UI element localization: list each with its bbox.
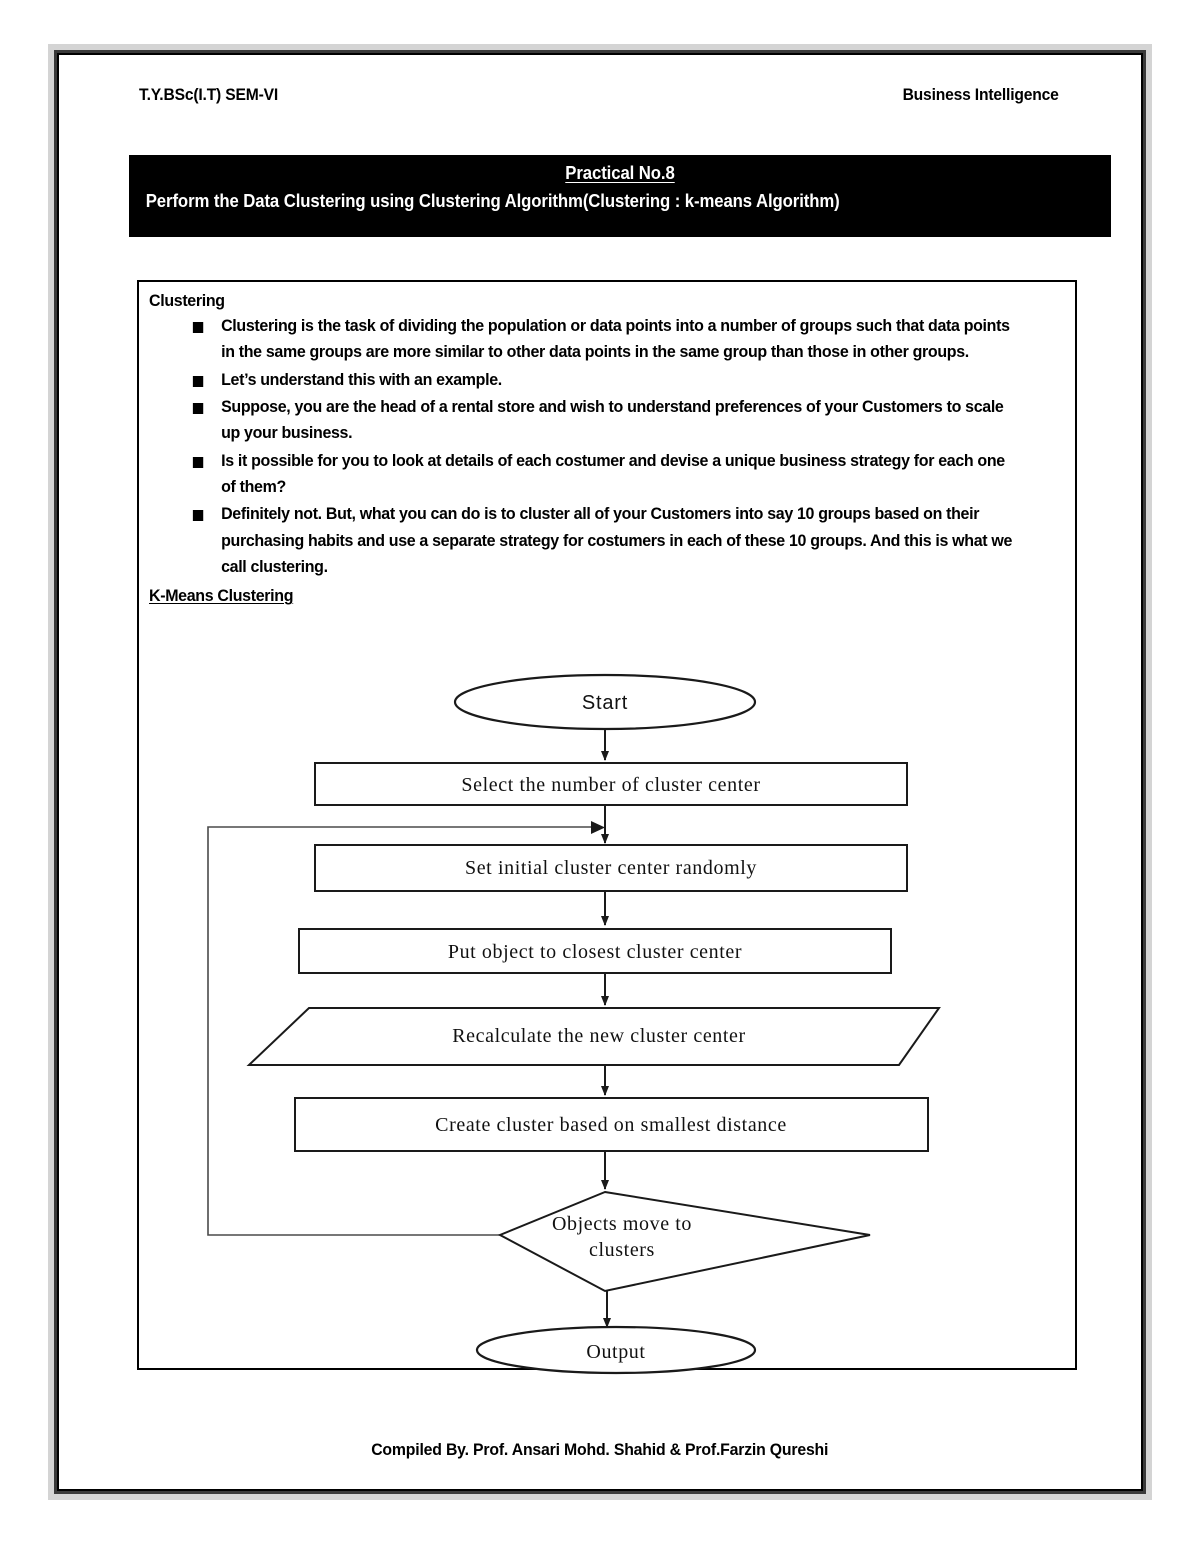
flowchart-feedback-loop <box>207 826 597 1236</box>
flowchart-node-decision <box>497 1190 871 1293</box>
list-item: Is it possible for you to look at detail… <box>191 448 1013 501</box>
flowchart-create-cluster-label: Create cluster based on smallest distanc… <box>435 1114 787 1136</box>
flowchart-node-output <box>475 1325 757 1375</box>
practical-description-label: Perform the Data Clustering using Cluste… <box>145 191 840 211</box>
flowchart-output-label: Output <box>586 1341 645 1363</box>
list-item-text: Clustering is the task of dividing the p… <box>221 315 1010 362</box>
list-item-text: Is it possible for you to look at detail… <box>221 450 1005 496</box>
list-item: Clustering is the task of dividing the p… <box>191 313 1013 366</box>
flowchart-node-select-number <box>314 762 908 806</box>
flowchart-recalculate-label: Recalculate the new cluster center <box>452 1025 746 1047</box>
flowchart-decision-label-line1: Objects move to <box>552 1213 692 1235</box>
practical-number-label: Practical No.8 <box>565 163 675 183</box>
page-frame-inner-border: T.Y.BSc(I.T) SEM-VI Business Intelligenc… <box>54 50 1146 1494</box>
page-sheet: T.Y.BSc(I.T) SEM-VI Business Intelligenc… <box>57 53 1143 1491</box>
list-item: Definitely not. But, what you can do is … <box>191 501 1013 580</box>
square-bullet-icon <box>192 510 204 522</box>
list-item-text: Let’s understand this with an example. <box>221 369 502 389</box>
flowchart-decision-label-line2: clusters <box>589 1239 655 1261</box>
clustering-bullet-list: Clustering is the task of dividing the p… <box>149 313 1065 580</box>
flowchart-select-number-label: Select the number of cluster center <box>461 774 760 796</box>
practical-title-banner: Practical No.8 Perform the Data Clusteri… <box>129 155 1111 237</box>
flowchart-node-create-cluster <box>294 1097 929 1152</box>
flowchart-set-initial-label: Set initial cluster center randomly <box>465 857 757 879</box>
flowchart-node-recalculate <box>246 1007 941 1066</box>
flowchart-node-set-initial <box>314 844 908 892</box>
square-bullet-icon <box>192 402 204 414</box>
document-footer: Compiled By. Prof. Ansari Mohd. Shahid &… <box>59 1440 1141 1460</box>
square-bullet-icon <box>192 321 204 333</box>
flowchart-start-label: Start <box>582 692 628 714</box>
section-heading-clustering: Clustering <box>149 291 225 310</box>
page-frame: T.Y.BSc(I.T) SEM-VI Business Intelligenc… <box>48 44 1152 1500</box>
document-header: T.Y.BSc(I.T) SEM-VI Business Intelligenc… <box>139 85 1059 105</box>
list-item: Let’s understand this with an example. <box>191 367 1013 393</box>
subsection-heading-kmeans: K-Means Clustering <box>149 586 294 606</box>
header-subject-label: Business Intelligence <box>902 85 1059 104</box>
content-box: Clustering Clustering is the task of div… <box>137 280 1077 1375</box>
list-item: Suppose, you are the head of a rental st… <box>191 394 1013 447</box>
flowchart-svg: Start Select the number of cluster cente… <box>207 673 941 1375</box>
footer-credit-label: Compiled By. Prof. Ansari Mohd. Shahid &… <box>371 1440 829 1459</box>
square-bullet-icon <box>192 456 204 468</box>
flowchart-feedback-arrowhead-icon <box>591 821 605 834</box>
kmeans-flowchart: Start Select the number of cluster cente… <box>129 667 1069 1387</box>
list-item-text: Definitely not. But, what you can do is … <box>221 504 1013 577</box>
list-item-text: Suppose, you are the head of a rental st… <box>221 396 1004 443</box>
flowchart-node-put-object <box>298 928 892 974</box>
flowchart-put-object-label: Put object to closest cluster center <box>448 941 742 963</box>
header-course-label: T.Y.BSc(I.T) SEM-VI <box>139 85 279 104</box>
square-bullet-icon <box>192 375 204 387</box>
